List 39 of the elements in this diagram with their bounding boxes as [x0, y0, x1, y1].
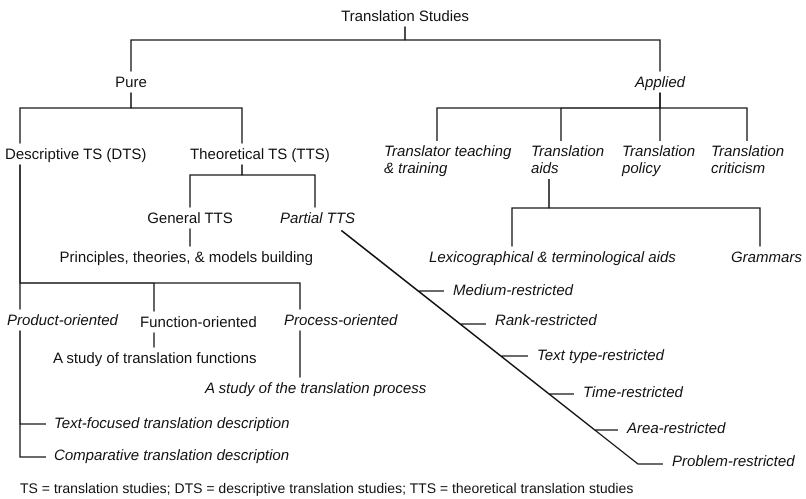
category-label: Theoretical TS (TTS)	[190, 144, 330, 164]
category-label: Translator teaching & training	[384, 141, 520, 179]
category-label: Lexicographical & terminological aids	[429, 246, 676, 268]
connector-line	[19, 330, 46, 458]
connector-line	[189, 228, 191, 246]
category-label: Text-focused translation description	[54, 412, 290, 434]
category-label: Translation criticism	[711, 141, 795, 179]
connector-line	[299, 330, 301, 378]
connector-line	[548, 179, 761, 246]
caption: TS = translation studies; DTS = descriptive translation studies; TTS = theoretical translation studies	[20, 480, 634, 497]
category-label: Process-oriented	[284, 310, 398, 330]
connector-line	[659, 92, 748, 141]
category-label: A study of the translation process	[205, 378, 426, 398]
category-label: Pure	[115, 72, 147, 92]
connector-line	[130, 92, 243, 144]
connector-line	[153, 332, 155, 348]
category-label: Time-restricted	[583, 382, 683, 402]
category-label: Partial TTS	[280, 208, 356, 228]
category-label: Applied	[634, 72, 686, 92]
category-label: Product-oriented	[7, 310, 118, 330]
category-label: Translation policy	[622, 141, 702, 179]
category-label: Medium-restricted	[453, 280, 574, 300]
category-label: Function-oriented	[140, 312, 257, 332]
category-label: Translation Studies	[341, 6, 469, 26]
category-label: Principles, theories, & models building	[60, 246, 313, 268]
category-label: Problem-restricted	[672, 450, 795, 472]
category-label: Comparative translation description	[54, 444, 290, 466]
connector-line	[241, 164, 316, 208]
category-label: Text type-restricted	[537, 344, 664, 366]
category-label: Grammars	[731, 246, 802, 268]
connector-line	[19, 164, 301, 310]
category-label: Descriptive TS (DTS)	[5, 144, 146, 164]
category-label: A study of translation functions	[53, 348, 256, 368]
category-label: General TTS	[147, 208, 233, 228]
connector-line	[341, 230, 663, 465]
category-label: Translation aids	[531, 141, 615, 179]
category-label: Area-restricted	[627, 418, 726, 438]
category-label: Rank-restricted	[495, 310, 597, 330]
connector-line	[404, 26, 661, 72]
